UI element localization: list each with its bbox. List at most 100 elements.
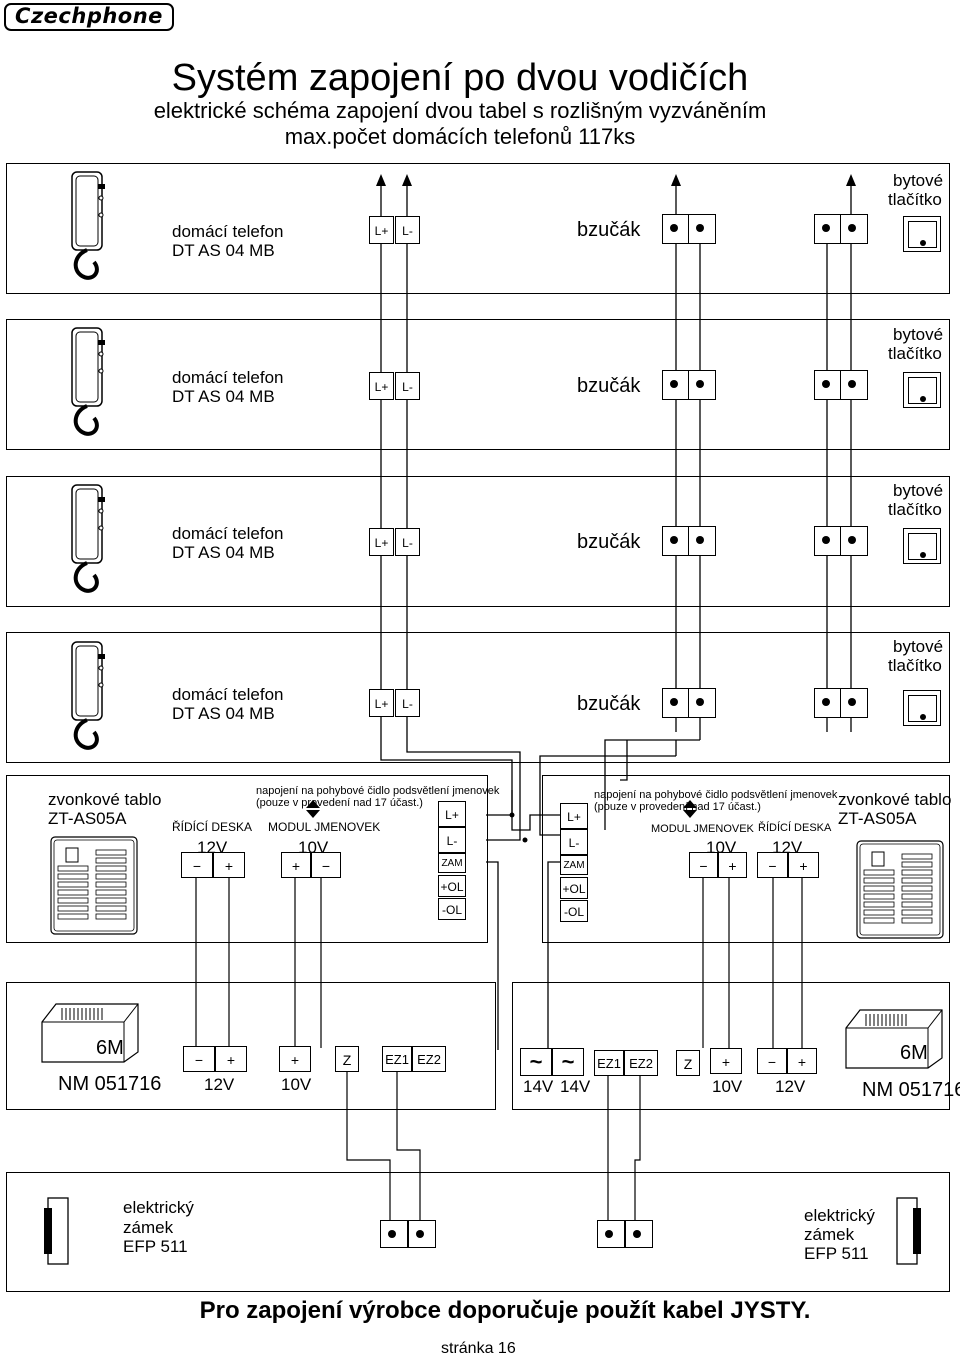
terminal-lminus: L- — [395, 528, 420, 556]
phone-model: DT AS 04 MB — [172, 241, 275, 260]
lock-label-2: zámek — [123, 1218, 174, 1237]
voltage-10v-label: 10V — [712, 1077, 743, 1096]
lock-terminal-icon — [380, 1220, 408, 1248]
door-panel-icon — [856, 840, 944, 939]
buzzer-label: bzučák — [577, 531, 641, 553]
buzzer-terminal-icon — [688, 214, 716, 244]
door-panel-title: zvonkové tablo — [838, 790, 952, 809]
button-terminal-icon — [840, 370, 868, 400]
buzzer-terminal-icon — [688, 688, 716, 718]
voltage-12v-label: 12V — [775, 1077, 806, 1096]
buzzer-label: bzučák — [577, 219, 641, 241]
sensor-note-2: (pouze v provedení nad 17 účast.) — [594, 801, 761, 813]
terminal-minus: − — [181, 852, 213, 878]
din-module-icon — [845, 1009, 943, 1069]
apartment-panel-1 — [6, 163, 950, 294]
door-panel-model: ZT-AS05A — [48, 809, 127, 828]
buzzer-terminal-icon — [662, 370, 690, 400]
door-panel-left — [6, 775, 488, 943]
voltage-14v-label: 14V — [523, 1077, 554, 1096]
terminal-lminus: L- — [560, 829, 588, 855]
phone-model: DT AS 04 MB — [172, 543, 275, 562]
lock-terminal-icon — [625, 1220, 653, 1248]
terminal-plus: + — [788, 852, 819, 878]
button-label: bytové — [893, 171, 944, 190]
button-label-2: tlačítko — [888, 344, 942, 363]
button-terminal-icon — [840, 526, 868, 556]
electric-lock-icon — [44, 1197, 69, 1265]
buzzer-terminal-icon — [662, 688, 690, 718]
button-label: bytové — [893, 481, 944, 500]
terminal-z: Z — [335, 1046, 359, 1072]
button-label: bytové — [893, 325, 944, 344]
terminal-plus: + — [215, 1046, 247, 1072]
terminal-lminus: L- — [395, 216, 420, 244]
voltage-10v-label: 10V — [281, 1075, 312, 1094]
terminal-lplus: L+ — [369, 216, 394, 244]
buzzer-label: bzučák — [577, 375, 641, 397]
terminal-lplus: L+ — [438, 801, 466, 827]
terminal-lminus: L- — [395, 372, 420, 400]
terminal-ol-minus: -OL — [438, 898, 466, 920]
terminal-ol-plus: +OL — [560, 877, 588, 899]
intercom-phone-icon — [71, 171, 105, 280]
terminal-lplus: L+ — [369, 528, 394, 556]
button-terminal-icon — [840, 688, 868, 718]
power-supply-model: NM 051716 — [862, 1079, 960, 1101]
lock-label: elektrický — [804, 1206, 875, 1225]
doorbell-button-icon — [903, 690, 941, 726]
terminal-ol-plus: +OL — [438, 875, 466, 897]
sensor-note: napojení na pohybové čidlo podsvětlení j… — [594, 789, 838, 801]
terminal-plus: + — [710, 1048, 742, 1074]
terminal-lplus: L+ — [369, 689, 394, 717]
lock-label: elektrický — [123, 1198, 194, 1217]
phone-label: domácí telefon — [172, 368, 284, 387]
terminal-minus: − — [183, 1046, 215, 1072]
terminal-minus: − — [689, 852, 718, 878]
power-supply-model: NM 051716 — [58, 1073, 162, 1095]
buzzer-label: bzučák — [577, 693, 641, 715]
page-subtitle: elektrické schéma zapojení dvou tabel s … — [153, 98, 767, 123]
brand-logo: Czechphone — [4, 3, 174, 31]
terminal-lminus: L- — [438, 827, 466, 853]
doorbell-button-icon — [903, 528, 941, 564]
phone-model: DT AS 04 MB — [172, 704, 275, 723]
module-size-label: 6M — [96, 1037, 124, 1059]
lock-model: EFP 511 — [123, 1237, 188, 1256]
apartment-panel-3 — [6, 476, 950, 607]
name-module-label: MODUL JMENOVEK — [268, 820, 381, 834]
page-subtitle-max: max.počet domácích telefonů 117ks — [284, 124, 636, 149]
terminal-ez1: EZ1 — [382, 1046, 412, 1072]
electric-lock-icon — [896, 1197, 921, 1265]
phone-label: domácí telefon — [172, 685, 284, 704]
terminal-lminus: L- — [395, 689, 420, 717]
door-panel-model: ZT-AS05A — [838, 809, 917, 828]
button-label: bytové — [893, 637, 944, 656]
page-title: Systém zapojení po dvou vodičích — [171, 57, 749, 99]
phone-label: domácí telefon — [172, 524, 284, 543]
terminal-minus: − — [311, 852, 341, 878]
button-label-2: tlačítko — [888, 190, 942, 209]
terminal-ol-minus: -OL — [560, 900, 588, 922]
terminal-plus: + — [281, 852, 311, 878]
lock-panel — [6, 1172, 950, 1292]
intercom-phone-icon — [71, 641, 105, 750]
terminal-zam: ZAM — [560, 855, 588, 875]
control-board-label: ŘÍDÍCÍ DESKA — [172, 820, 253, 834]
terminal-ac: ~ — [520, 1048, 552, 1076]
button-label-2: tlačítko — [888, 656, 942, 675]
terminal-ac: ~ — [552, 1048, 584, 1076]
lock-label-2: zámek — [804, 1225, 855, 1244]
intercom-phone-icon — [71, 327, 105, 436]
terminal-plus: + — [787, 1048, 817, 1074]
terminal-ez2: EZ2 — [624, 1050, 658, 1076]
phone-label: domácí telefon — [172, 222, 284, 241]
buzzer-terminal-icon — [662, 526, 690, 556]
din-module-icon — [41, 1003, 139, 1063]
terminal-plus: + — [279, 1046, 311, 1072]
terminal-lplus: L+ — [369, 372, 394, 400]
lock-terminal-icon — [408, 1220, 436, 1248]
power-panel-right — [512, 982, 950, 1110]
terminal-z: Z — [676, 1050, 700, 1076]
